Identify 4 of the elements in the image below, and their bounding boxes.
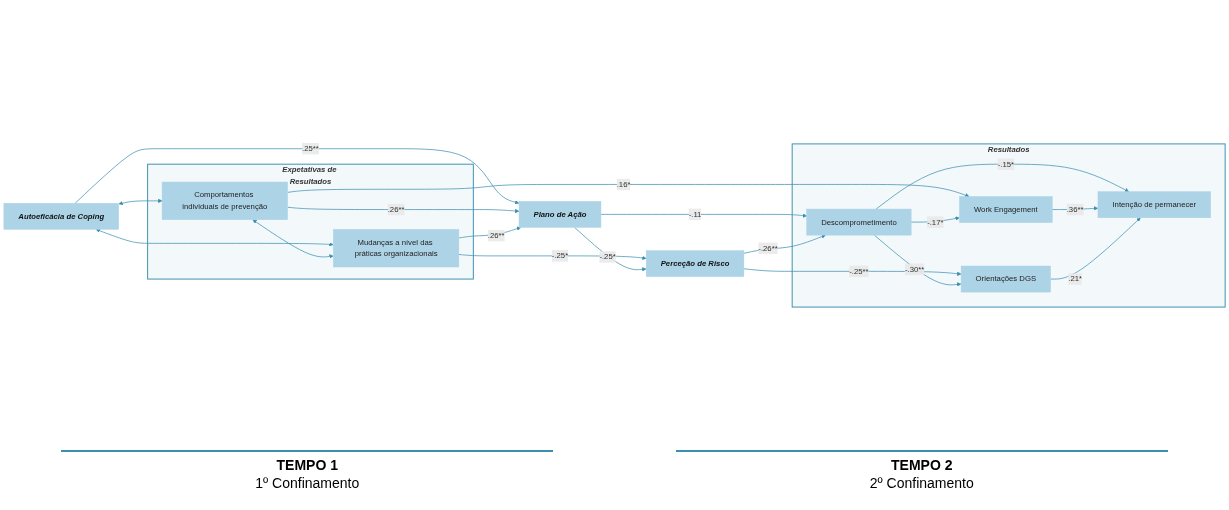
period-subtitle: 2º Confinamento: [869, 475, 974, 491]
period-title: TEMPO 1: [276, 457, 338, 473]
period-subtitle: 1º Confinamento: [255, 475, 360, 491]
period-title: TEMPO 2: [891, 457, 953, 473]
